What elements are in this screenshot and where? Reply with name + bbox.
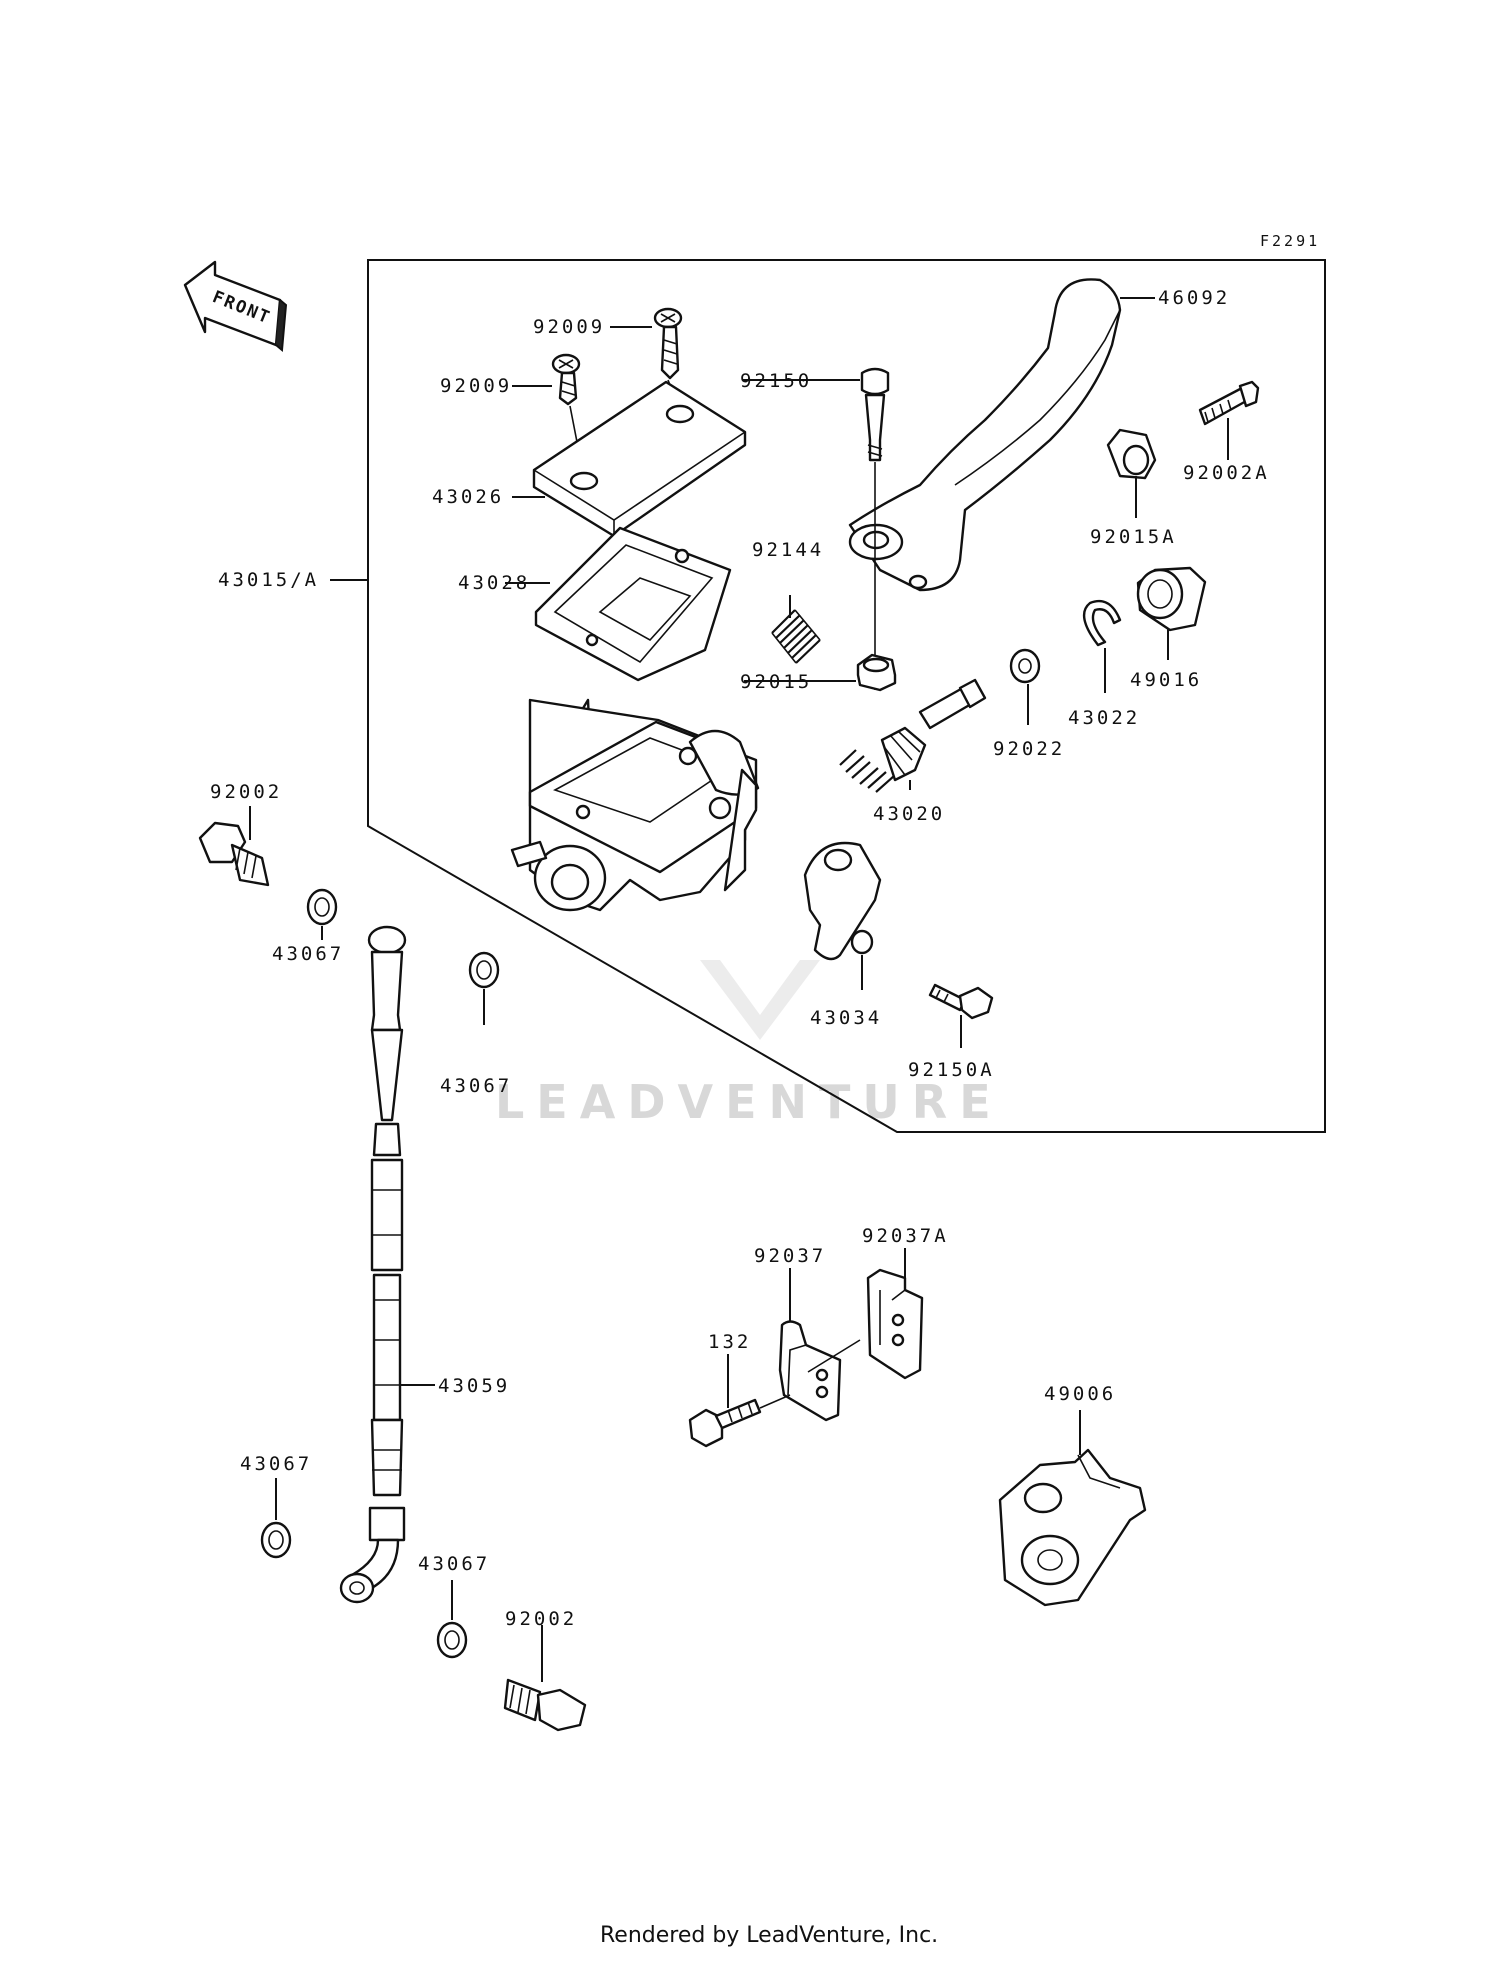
- label-92002-b: 92002: [505, 1608, 577, 1630]
- label-43067-a: 43067: [272, 943, 344, 965]
- label-49016: 49016: [1130, 669, 1202, 691]
- bolt-92002A: [1198, 380, 1260, 426]
- label-43059: 43059: [438, 1375, 510, 1397]
- label-92015: 92015: [740, 671, 812, 693]
- pivot-bolt-92150: [860, 367, 890, 690]
- label-49006: 49006: [1044, 1383, 1116, 1405]
- label-43028: 43028: [458, 572, 530, 594]
- label-46092: 46092: [1158, 287, 1230, 309]
- leader-lines: [249, 297, 1229, 1682]
- label-92002-a: 92002: [210, 781, 282, 803]
- label-132: 132: [708, 1331, 751, 1353]
- label-92037: 92037: [754, 1245, 826, 1267]
- washer-43067-lower-right: [436, 1621, 468, 1659]
- diaphragm-43028: [534, 526, 732, 682]
- watermark: LEADVENTURE: [495, 960, 1003, 1129]
- banjo-bolt-92002-lower: [503, 1678, 587, 1732]
- piston-43020: [839, 678, 987, 793]
- label-92150A: 92150A: [908, 1059, 995, 1081]
- banjo-bolt-92002-upper: [198, 821, 270, 887]
- nut-92015A: [1106, 428, 1157, 480]
- label-43067-c: 43067: [240, 1453, 312, 1475]
- label-43067-b: 43067: [440, 1075, 512, 1097]
- washer-43067-upper-right: [468, 951, 500, 989]
- label-92002A: 92002A: [1183, 462, 1270, 484]
- switch-housing-49006: [998, 1448, 1147, 1607]
- label-92022: 92022: [993, 738, 1065, 760]
- washer-92022: [1009, 648, 1041, 684]
- bolt-92150A: [928, 983, 994, 1020]
- footer-credit: Rendered by LeadVenture, Inc.: [600, 1923, 938, 1948]
- label-92015A: 92015A: [1090, 526, 1177, 548]
- clamp-92037: [759, 1320, 861, 1422]
- label-43067-d: 43067: [418, 1553, 490, 1575]
- lever-46092: [848, 278, 1122, 592]
- label-92037A: 92037A: [862, 1225, 949, 1247]
- screw-92009-right: [653, 307, 683, 380]
- holder-43034: [803, 841, 882, 961]
- diagram-code: F2291: [1260, 232, 1320, 250]
- master-cylinder-body: [510, 698, 760, 912]
- label-43022: 43022: [1068, 707, 1140, 729]
- label-43034: 43034: [810, 1007, 882, 1029]
- front-arrow-icon: FRONT: [183, 260, 288, 352]
- label-92009-b: 92009: [440, 375, 512, 397]
- spring-92144: [771, 609, 821, 664]
- cover-43026: [532, 380, 747, 538]
- label-92150: 92150: [740, 370, 812, 392]
- label-92144: 92144: [752, 539, 824, 561]
- label-92009-a: 92009: [533, 316, 605, 338]
- boot-49016: [1136, 566, 1207, 632]
- washer-43067-lower-left: [260, 1521, 292, 1559]
- brake-hose-43059: [339, 925, 407, 1604]
- circlip-43022: [1082, 599, 1122, 647]
- assembly-boundary: [367, 259, 1326, 1133]
- clamp-92037A: [866, 1268, 924, 1380]
- label-43015A: 43015/A: [218, 569, 319, 591]
- watermark-text: LEADVENTURE: [495, 1075, 1003, 1129]
- label-43026: 43026: [432, 486, 504, 508]
- screw-92009-left: [551, 353, 581, 406]
- watermark-logo-icon: [700, 960, 820, 1040]
- bolt-132: [688, 1398, 762, 1448]
- label-43020: 43020: [873, 803, 945, 825]
- washer-43067-upper-left: [306, 888, 338, 926]
- nut-92015: [856, 653, 897, 692]
